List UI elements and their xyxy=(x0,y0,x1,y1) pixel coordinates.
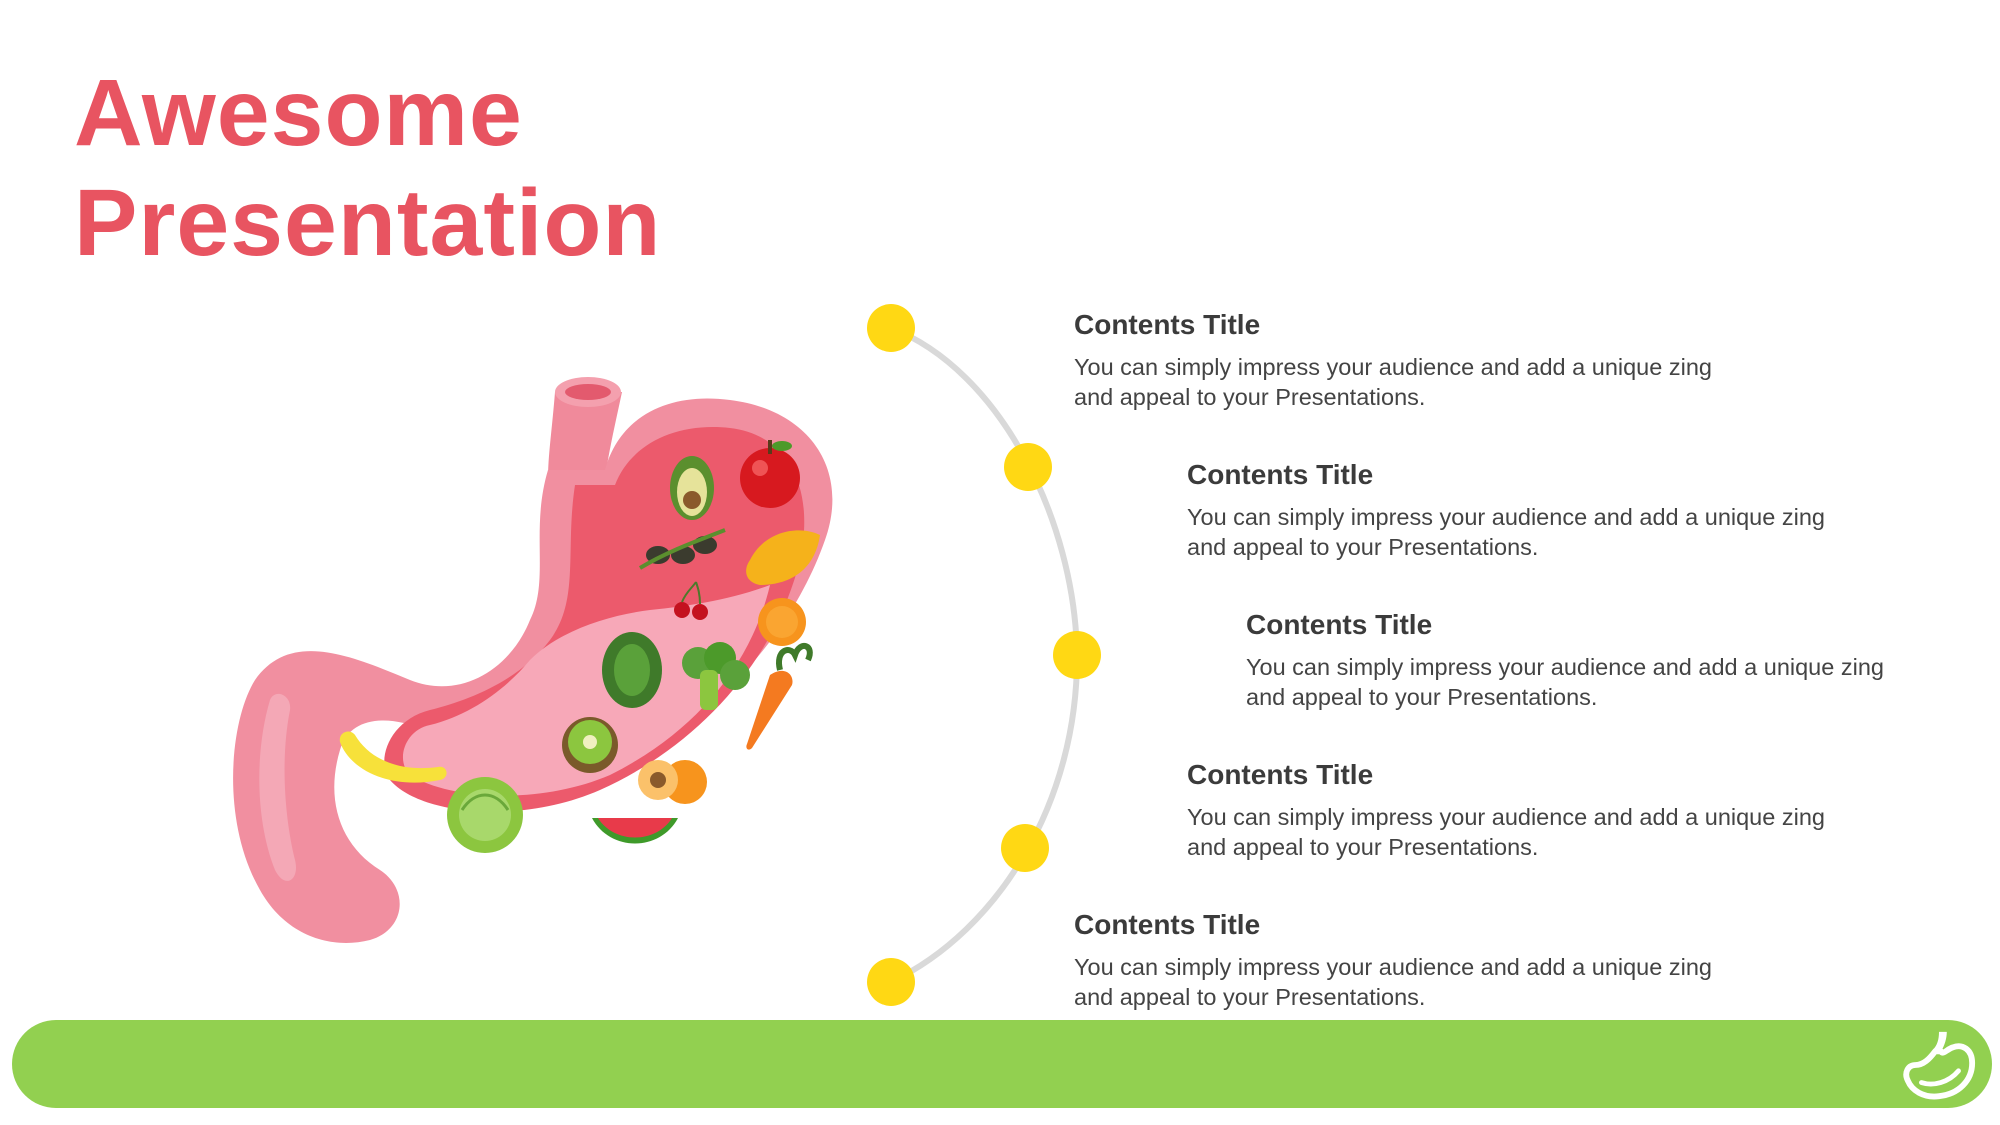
content-item-title: Contents Title xyxy=(1246,609,1433,640)
stomach-logo-icon xyxy=(1903,1031,1976,1100)
content-item-text: You can simply impress your audience and… xyxy=(1187,804,1825,860)
slide-title: Awesome Presentation xyxy=(74,58,661,278)
content-item-4: Contents Title You can simply impress yo… xyxy=(1187,758,1887,862)
slide-title-line1: Awesome xyxy=(74,60,523,166)
content-item-text: You can simply impress your audience and… xyxy=(1074,354,1712,410)
content-item-text: You can simply impress your audience and… xyxy=(1187,504,1825,560)
content-item-title: Contents Title xyxy=(1074,909,1261,940)
timeline-dot xyxy=(867,958,915,1006)
content-item-1: Contents Title You can simply impress yo… xyxy=(1074,308,1774,412)
timeline-dot xyxy=(1001,824,1049,872)
timeline-dot xyxy=(1004,443,1052,491)
content-item-title: Contents Title xyxy=(1187,459,1374,490)
slide-title-line2: Presentation xyxy=(74,170,662,276)
timeline-dot xyxy=(1053,631,1101,679)
content-item-text: You can simply impress your audience and… xyxy=(1074,954,1712,1010)
footer-band xyxy=(12,1020,1992,1108)
content-item-2: Contents Title You can simply impress yo… xyxy=(1187,458,1887,562)
content-item-title: Contents Title xyxy=(1187,759,1374,790)
timeline-dot xyxy=(867,304,915,352)
stomach-illustration xyxy=(230,370,890,960)
content-item-text: You can simply impress your audience and… xyxy=(1246,654,1884,710)
content-item-3: Contents Title You can simply impress yo… xyxy=(1246,608,1946,712)
content-item-5: Contents Title You can simply impress yo… xyxy=(1074,908,1774,1012)
content-item-title: Contents Title xyxy=(1074,309,1261,340)
